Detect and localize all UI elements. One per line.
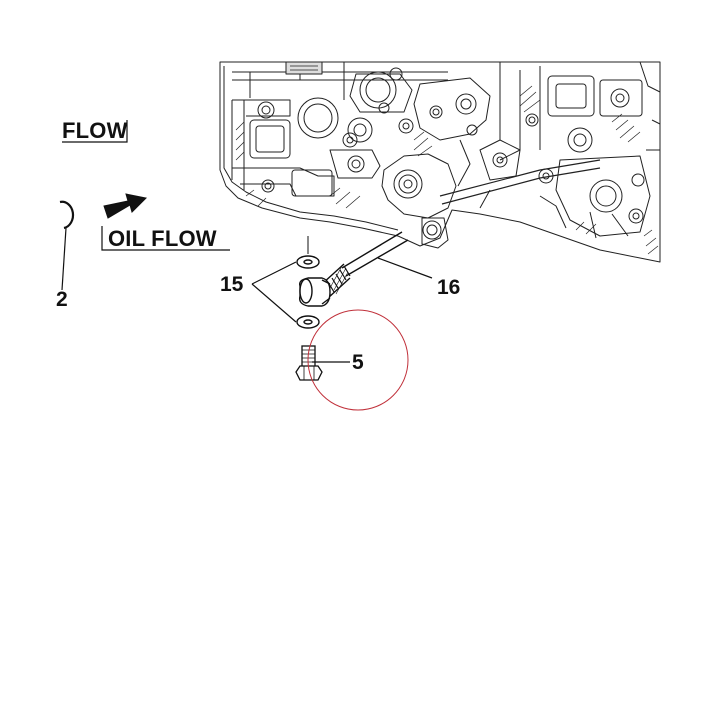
callout-2: 2 [56,288,68,311]
leader-2 [61,227,67,291]
flow-label-frame [62,120,128,143]
oil-flow-arrow [103,193,148,219]
banjo-fitting [298,277,331,307]
flow-label: FLOW [62,118,128,143]
highlight-circle [307,309,409,411]
callout-16: 16 [437,276,461,299]
oil-flow-label: OIL FLOW [108,226,217,251]
oil-hose [321,231,409,299]
callout-15: 15 [220,273,244,296]
leader-16 [377,257,433,279]
upper-washer [296,255,320,269]
oil-flow-label-frame [101,226,230,251]
o-ring [59,200,75,230]
leader-lines [61,227,433,363]
engine-block [219,61,661,263]
leader-15-upper [251,261,297,285]
callout-5: 5 [352,351,364,374]
leader-15-lower [251,283,297,323]
banjo-bolt [295,345,323,381]
casting-number-plate [285,61,323,75]
lower-washer [296,315,320,329]
